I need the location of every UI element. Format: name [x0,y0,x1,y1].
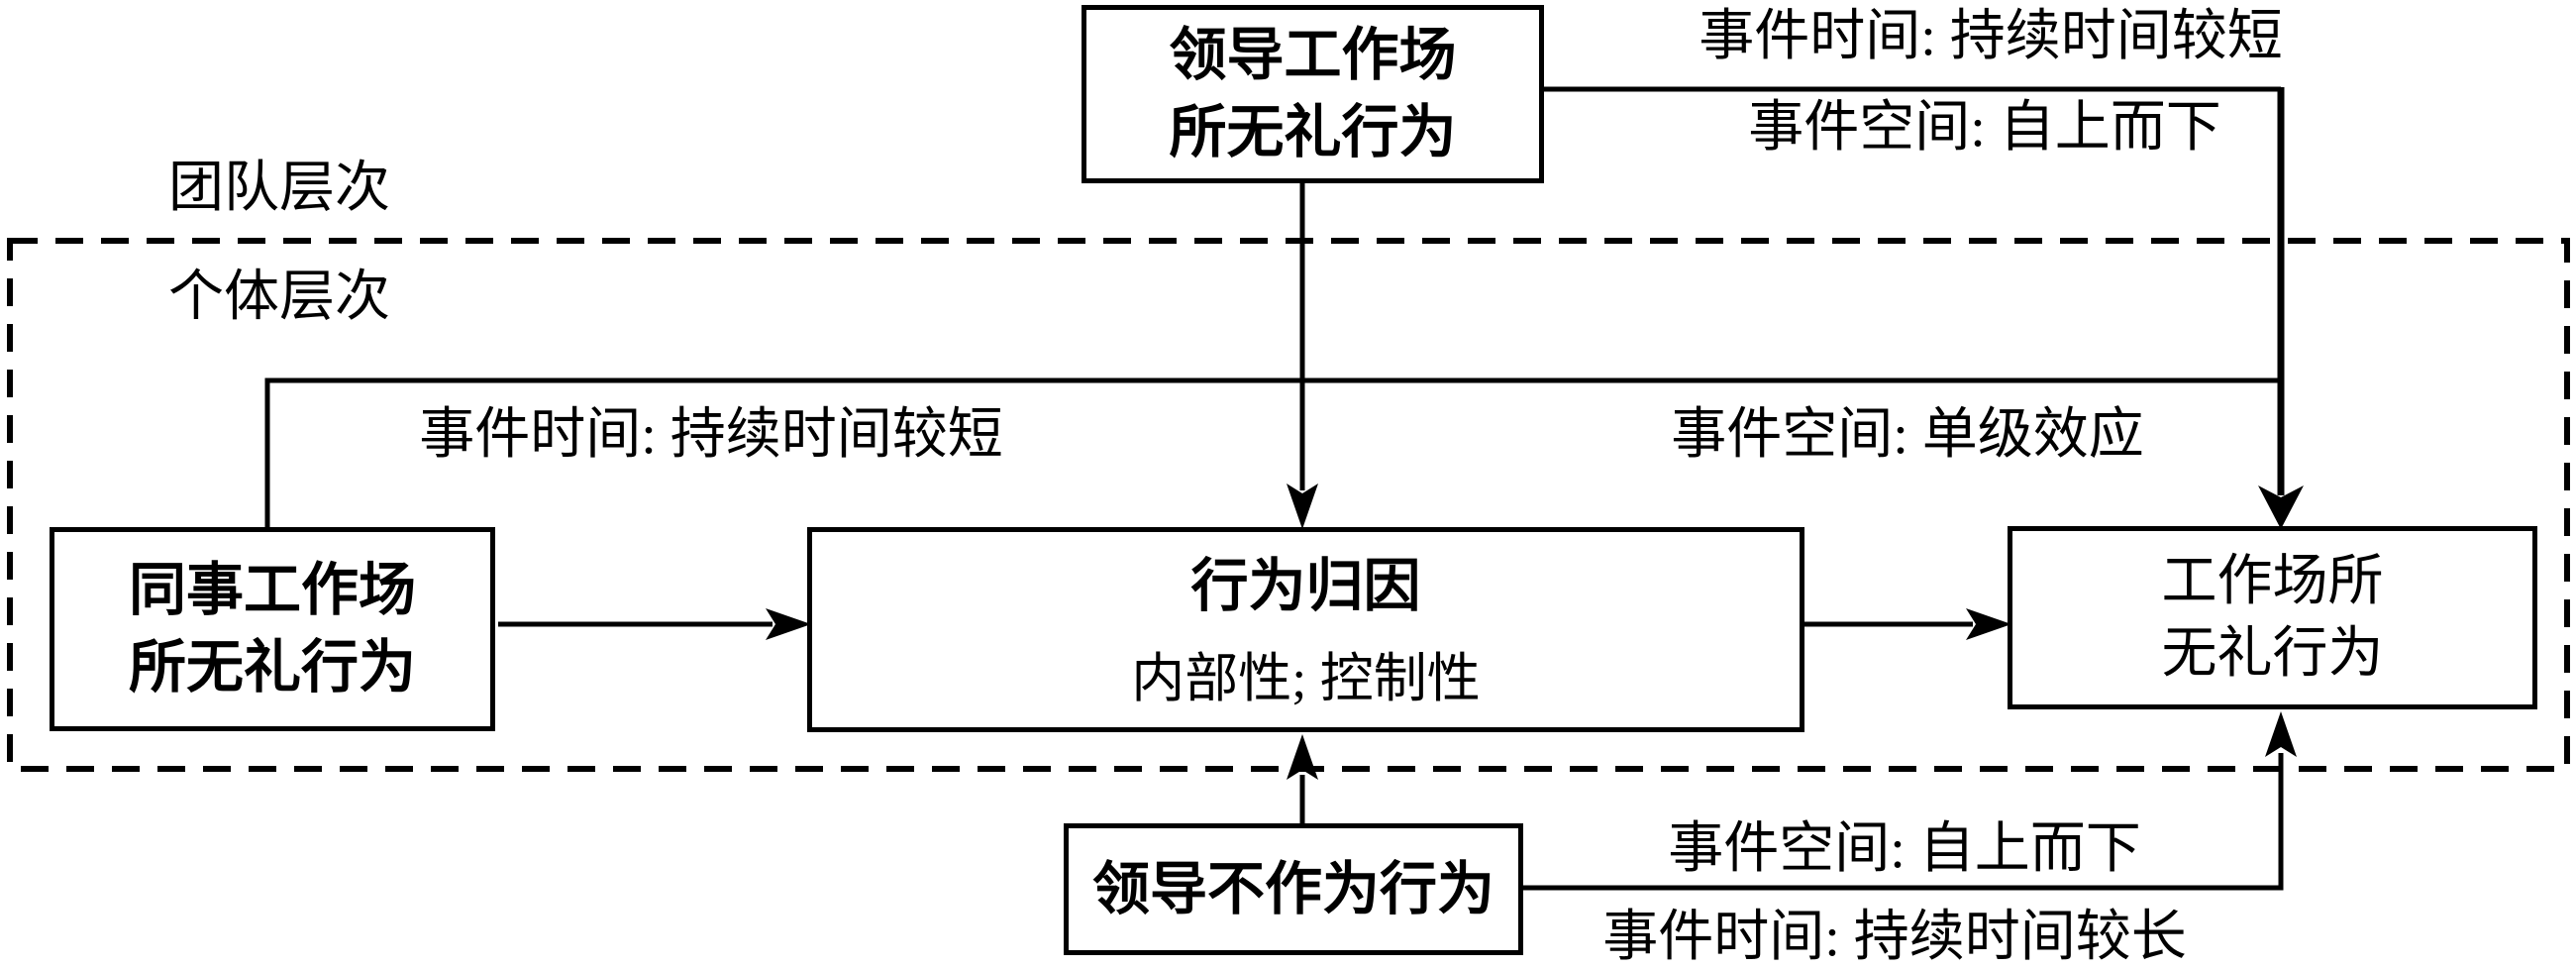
arrow-coworker-to-attribution-head [766,608,811,640]
arrow-inaction-to-workplace-head [2265,711,2297,757]
box-coworker-workplace-incivility: 同事工作场 所无礼行为 [50,527,495,731]
line-coworker-single-level-path [264,377,2281,530]
label-top-event-space: 事件空间: 自上而下 [1748,97,2221,160]
box-coworker-line2: 所无礼行为 [128,635,416,700]
arrow-inaction-to-attribution-head [1287,734,1318,780]
box-inaction-label: 领导不作为行为 [1091,856,1494,921]
label-bottom-event-space: 事件空间: 自上而下 [1668,818,2141,881]
label-mid-event-time: 事件时间: 持续时间较短 [419,404,1003,467]
label-bottom-event-time: 事件时间: 持续时间较长 [1602,907,2187,969]
arrow-leader-to-attribution-head [1287,484,1318,529]
arrow-leader-to-workplace-head [2258,485,2304,529]
label-mid-event-space: 事件空间: 单级效应 [1671,404,2144,467]
box-attribution-subtitle: 内部性; 控制性 [1131,648,1481,708]
label-top-event-time: 事件时间: 持续时间较短 [1699,6,2283,68]
label-individual-level: 个体层次 [168,267,390,328]
box-behavior-attribution: 行为归因 内部性; 控制性 [807,527,1804,732]
box-leader-workplace-incivility: 领导工作场 所无礼行为 [1082,5,1544,183]
box-coworker-line1: 同事工作场 [128,558,416,623]
box-workplace-incivility: 工作场所 无礼行为 [2008,526,2537,709]
arrow-inaction-to-workplace-line [1523,753,2284,891]
box-leader-line1: 领导工作场 [1169,23,1457,88]
box-leader-line2: 所无礼行为 [1169,100,1457,164]
arrow-attribution-to-workplace-head [1966,608,2011,640]
box-workplace-line2: 无礼行为 [2161,622,2384,685]
box-leader-inaction: 领导不作为行为 [1064,823,1523,955]
level-boundary-dashed-rect [7,238,2570,772]
label-team-level: 团队层次 [168,158,390,219]
box-workplace-line1: 工作场所 [2161,550,2384,612]
box-attribution-title: 行为归因 [1190,554,1421,619]
